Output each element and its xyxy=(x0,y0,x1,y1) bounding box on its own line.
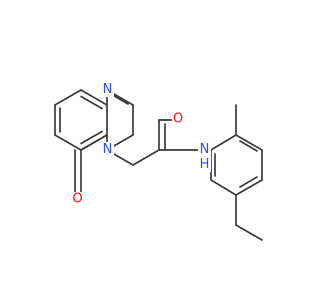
bond-30 xyxy=(239,140,258,152)
bond-19 xyxy=(132,149,160,166)
bond-layer xyxy=(54,89,263,241)
atom-h-amide-label: H xyxy=(200,157,210,172)
bond-28 xyxy=(210,179,237,196)
atom-o-ring-carbonyl: O xyxy=(71,192,84,207)
atom-n-ring-top-label: N xyxy=(103,82,113,97)
bond-4 xyxy=(80,89,108,106)
bond-1 xyxy=(54,134,82,151)
bond-25 xyxy=(235,134,263,151)
bond-8 xyxy=(80,95,103,110)
bond-7 xyxy=(80,130,103,145)
bond-27 xyxy=(235,179,263,196)
bond-31 xyxy=(239,176,258,188)
atom-n-amide-label: N xyxy=(200,142,210,157)
atom-nh-amide: N H xyxy=(198,142,211,172)
atom-o-amide-label: O xyxy=(173,112,183,127)
atom-o-amide: O xyxy=(172,112,185,127)
atom-n-ring-bottom-label: N xyxy=(103,142,113,157)
molecule-structure: N N O O N H xyxy=(54,82,263,241)
atom-n-ring-top: N xyxy=(101,82,114,97)
bond-35 xyxy=(235,224,263,241)
atom-n-ring-bottom: N xyxy=(101,142,114,157)
atom-o-ring-carbonyl-label: O xyxy=(72,192,82,207)
bond-5 xyxy=(54,89,82,106)
bond-24 xyxy=(210,134,237,151)
bond-15 xyxy=(80,134,108,151)
